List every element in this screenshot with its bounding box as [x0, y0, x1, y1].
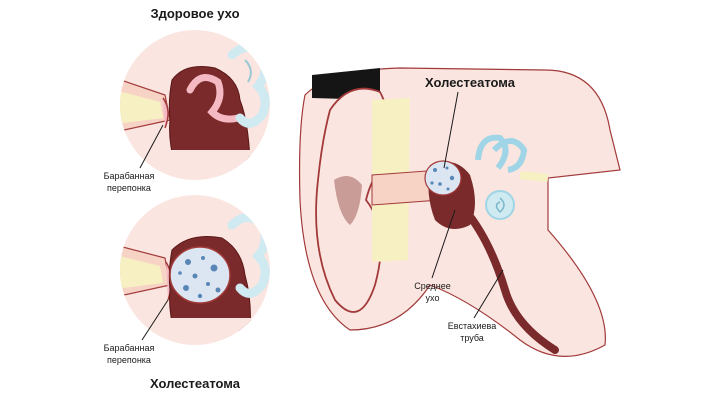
- cholesteatoma-title-main: Холестеатома: [405, 75, 535, 90]
- eustachian-label: Евстахиева труба: [432, 320, 512, 344]
- healthy-ear-title: Здоровое ухо: [130, 6, 260, 21]
- cholesteatoma-detail: [110, 195, 280, 358]
- eardrum-label-bottom-line1: Барабанная: [84, 342, 174, 354]
- main-cyst: [425, 161, 461, 195]
- eardrum-label-top-line2: перепонка: [84, 182, 174, 194]
- middle-ear-label-line2: ухо: [395, 292, 470, 304]
- eustachian-label-line1: Евстахиева: [432, 320, 512, 332]
- ear-cross-section: [300, 68, 620, 356]
- healthy-ear-detail: [110, 30, 280, 190]
- eardrum-label-bottom-line2: перепонка: [84, 354, 174, 366]
- eardrum-label-top: Барабанная перепонка: [84, 170, 174, 194]
- eustachian-label-line2: труба: [432, 332, 512, 344]
- middle-ear-label-line1: Среднее: [395, 280, 470, 292]
- middle-ear-label: Среднее ухо: [395, 280, 470, 304]
- eardrum-label-bottom: Барабанная перепонка: [84, 342, 174, 366]
- eardrum-label-top-line1: Барабанная: [84, 170, 174, 182]
- cholesteatoma-title-bottom: Холестеатома: [130, 376, 260, 391]
